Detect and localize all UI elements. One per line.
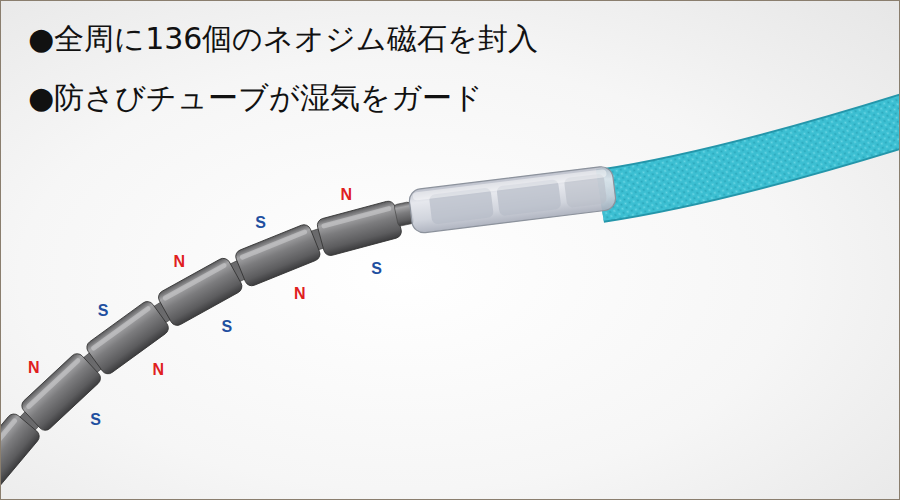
magnet-highlight — [239, 229, 308, 261]
neodymium-magnet — [19, 351, 103, 433]
magnet-body — [19, 351, 103, 433]
magnet-highlight — [162, 262, 227, 301]
magnet-body — [156, 256, 244, 328]
pole-label: S — [255, 215, 266, 231]
magnet-body — [234, 223, 322, 288]
tube-highlight — [412, 169, 607, 201]
pole-label: N — [294, 286, 306, 302]
pole-label: S — [221, 319, 232, 335]
pole-label: N — [173, 254, 185, 270]
pole-label: S — [90, 412, 101, 428]
magnet-highlight — [25, 357, 81, 410]
pole-label: S — [98, 303, 109, 319]
magnet-highlight — [0, 417, 18, 475]
magnet-body — [0, 411, 42, 497]
cord-edge — [600, 118, 900, 196]
neodymium-magnet — [234, 223, 322, 288]
rustproof-tube — [408, 165, 617, 234]
pole-label: N — [340, 187, 352, 203]
neodymium-magnet — [0, 411, 42, 497]
headline: ●防さびチューブが湿気をガード — [28, 80, 483, 116]
pole-label: S — [371, 261, 382, 277]
pole-label: N — [153, 362, 165, 378]
cord — [600, 118, 900, 196]
magnet-chain — [0, 200, 403, 497]
cord-braid — [600, 118, 900, 196]
pole-label: N — [28, 360, 40, 376]
neodymium-magnet — [316, 200, 403, 257]
neodymium-magnet — [156, 256, 244, 328]
headline: ●全周に136個のネオジム磁石を封入 — [28, 21, 538, 57]
tube-body — [408, 165, 617, 234]
magnet-body — [316, 200, 403, 257]
magnet-highlight — [321, 206, 392, 229]
